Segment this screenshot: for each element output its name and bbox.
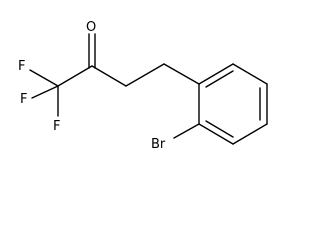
oxygen-label: O (86, 20, 96, 35)
ring-bond-4 (232, 123, 268, 145)
fluorine-label-top: F (18, 59, 25, 74)
fluorine-label-bottom: F (53, 119, 60, 134)
chemical-structure: O F F F Br (18, 20, 268, 152)
bond-c-br (173, 123, 200, 139)
bond-c-f-top (29, 69, 59, 87)
bond-ch2-ring (163, 63, 200, 85)
bond-carbonyl-ch2 (91, 65, 127, 87)
ring-inner-bond-bottom (205, 120, 234, 138)
ring-inner-bond-top (205, 70, 234, 88)
ring-bond-2 (232, 63, 268, 85)
ring-bond-1 (198, 63, 234, 85)
bond-c-f-left (31, 85, 59, 99)
ring-bond-5 (198, 123, 234, 145)
bond-cf3-carbonyl (57, 65, 93, 87)
fluorine-label-left: F (20, 92, 27, 107)
bromine-label: Br (151, 137, 166, 152)
bond-ch2-ch2 (125, 63, 165, 87)
